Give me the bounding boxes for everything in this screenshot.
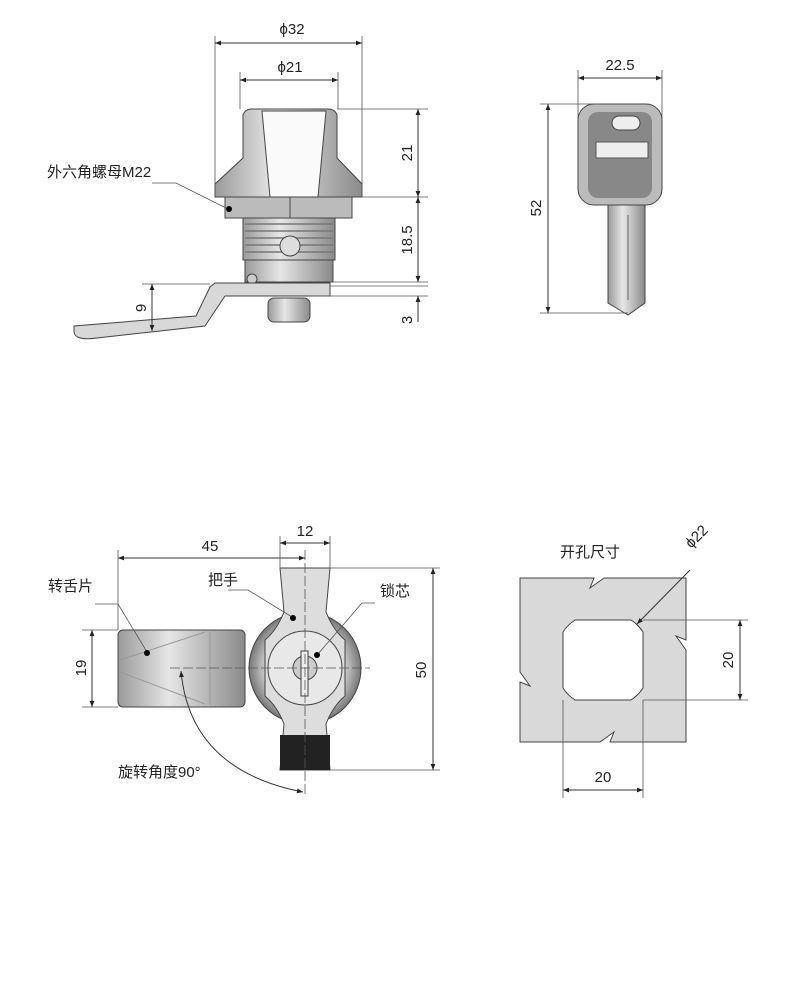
keyhole (300, 650, 309, 697)
dim-key-width: 22.5 (605, 57, 634, 74)
dim-body-height: 18.5 (399, 225, 416, 254)
hex-nut (224, 196, 353, 219)
lock-body (73, 108, 363, 340)
dim-inner-diameter: ϕ21 (277, 59, 302, 76)
label-cam: 转舌片 (48, 578, 93, 595)
cutout-hole (562, 619, 644, 701)
label-handle: 把手 (208, 572, 238, 589)
top-view: 45 12 50 19 转舌片 把手 锁芯 旋转角度90° (48, 523, 440, 795)
dim-hole-diameter: ϕ22 (682, 522, 712, 552)
dim-key-length: 52 (528, 200, 545, 217)
dim-cam-offset: 9 (133, 304, 150, 312)
key-blade (607, 204, 646, 316)
cutout-view: 开孔尺寸 ϕ22 20 20 (519, 522, 748, 798)
dim-cam-width: 19 (73, 660, 90, 677)
dim-hole-height: 20 (720, 652, 737, 669)
cam-tongue (73, 282, 331, 340)
label-hex-nut: 外六角螺母M22 (47, 164, 151, 181)
dim-cam-length: 45 (202, 538, 219, 555)
label-cylinder: 锁芯 (380, 583, 410, 600)
dim-hole-width: 20 (595, 769, 612, 786)
dim-handle-width: 12 (297, 523, 314, 540)
key-view: 22.5 52 (528, 57, 663, 316)
bolt (267, 297, 311, 323)
cutout-title: 开孔尺寸 (560, 544, 620, 561)
label-rotation: 旋转角度90° (118, 764, 201, 781)
dim-outer-diameter: ϕ32 (279, 21, 304, 38)
front-view: ϕ32 ϕ21 21 18.5 3 9 外六角螺母M22 (47, 21, 428, 340)
dim-knob-height: 21 (399, 145, 416, 162)
dim-plate-thickness: 3 (399, 316, 416, 324)
dim-total-height: 50 (413, 662, 430, 679)
